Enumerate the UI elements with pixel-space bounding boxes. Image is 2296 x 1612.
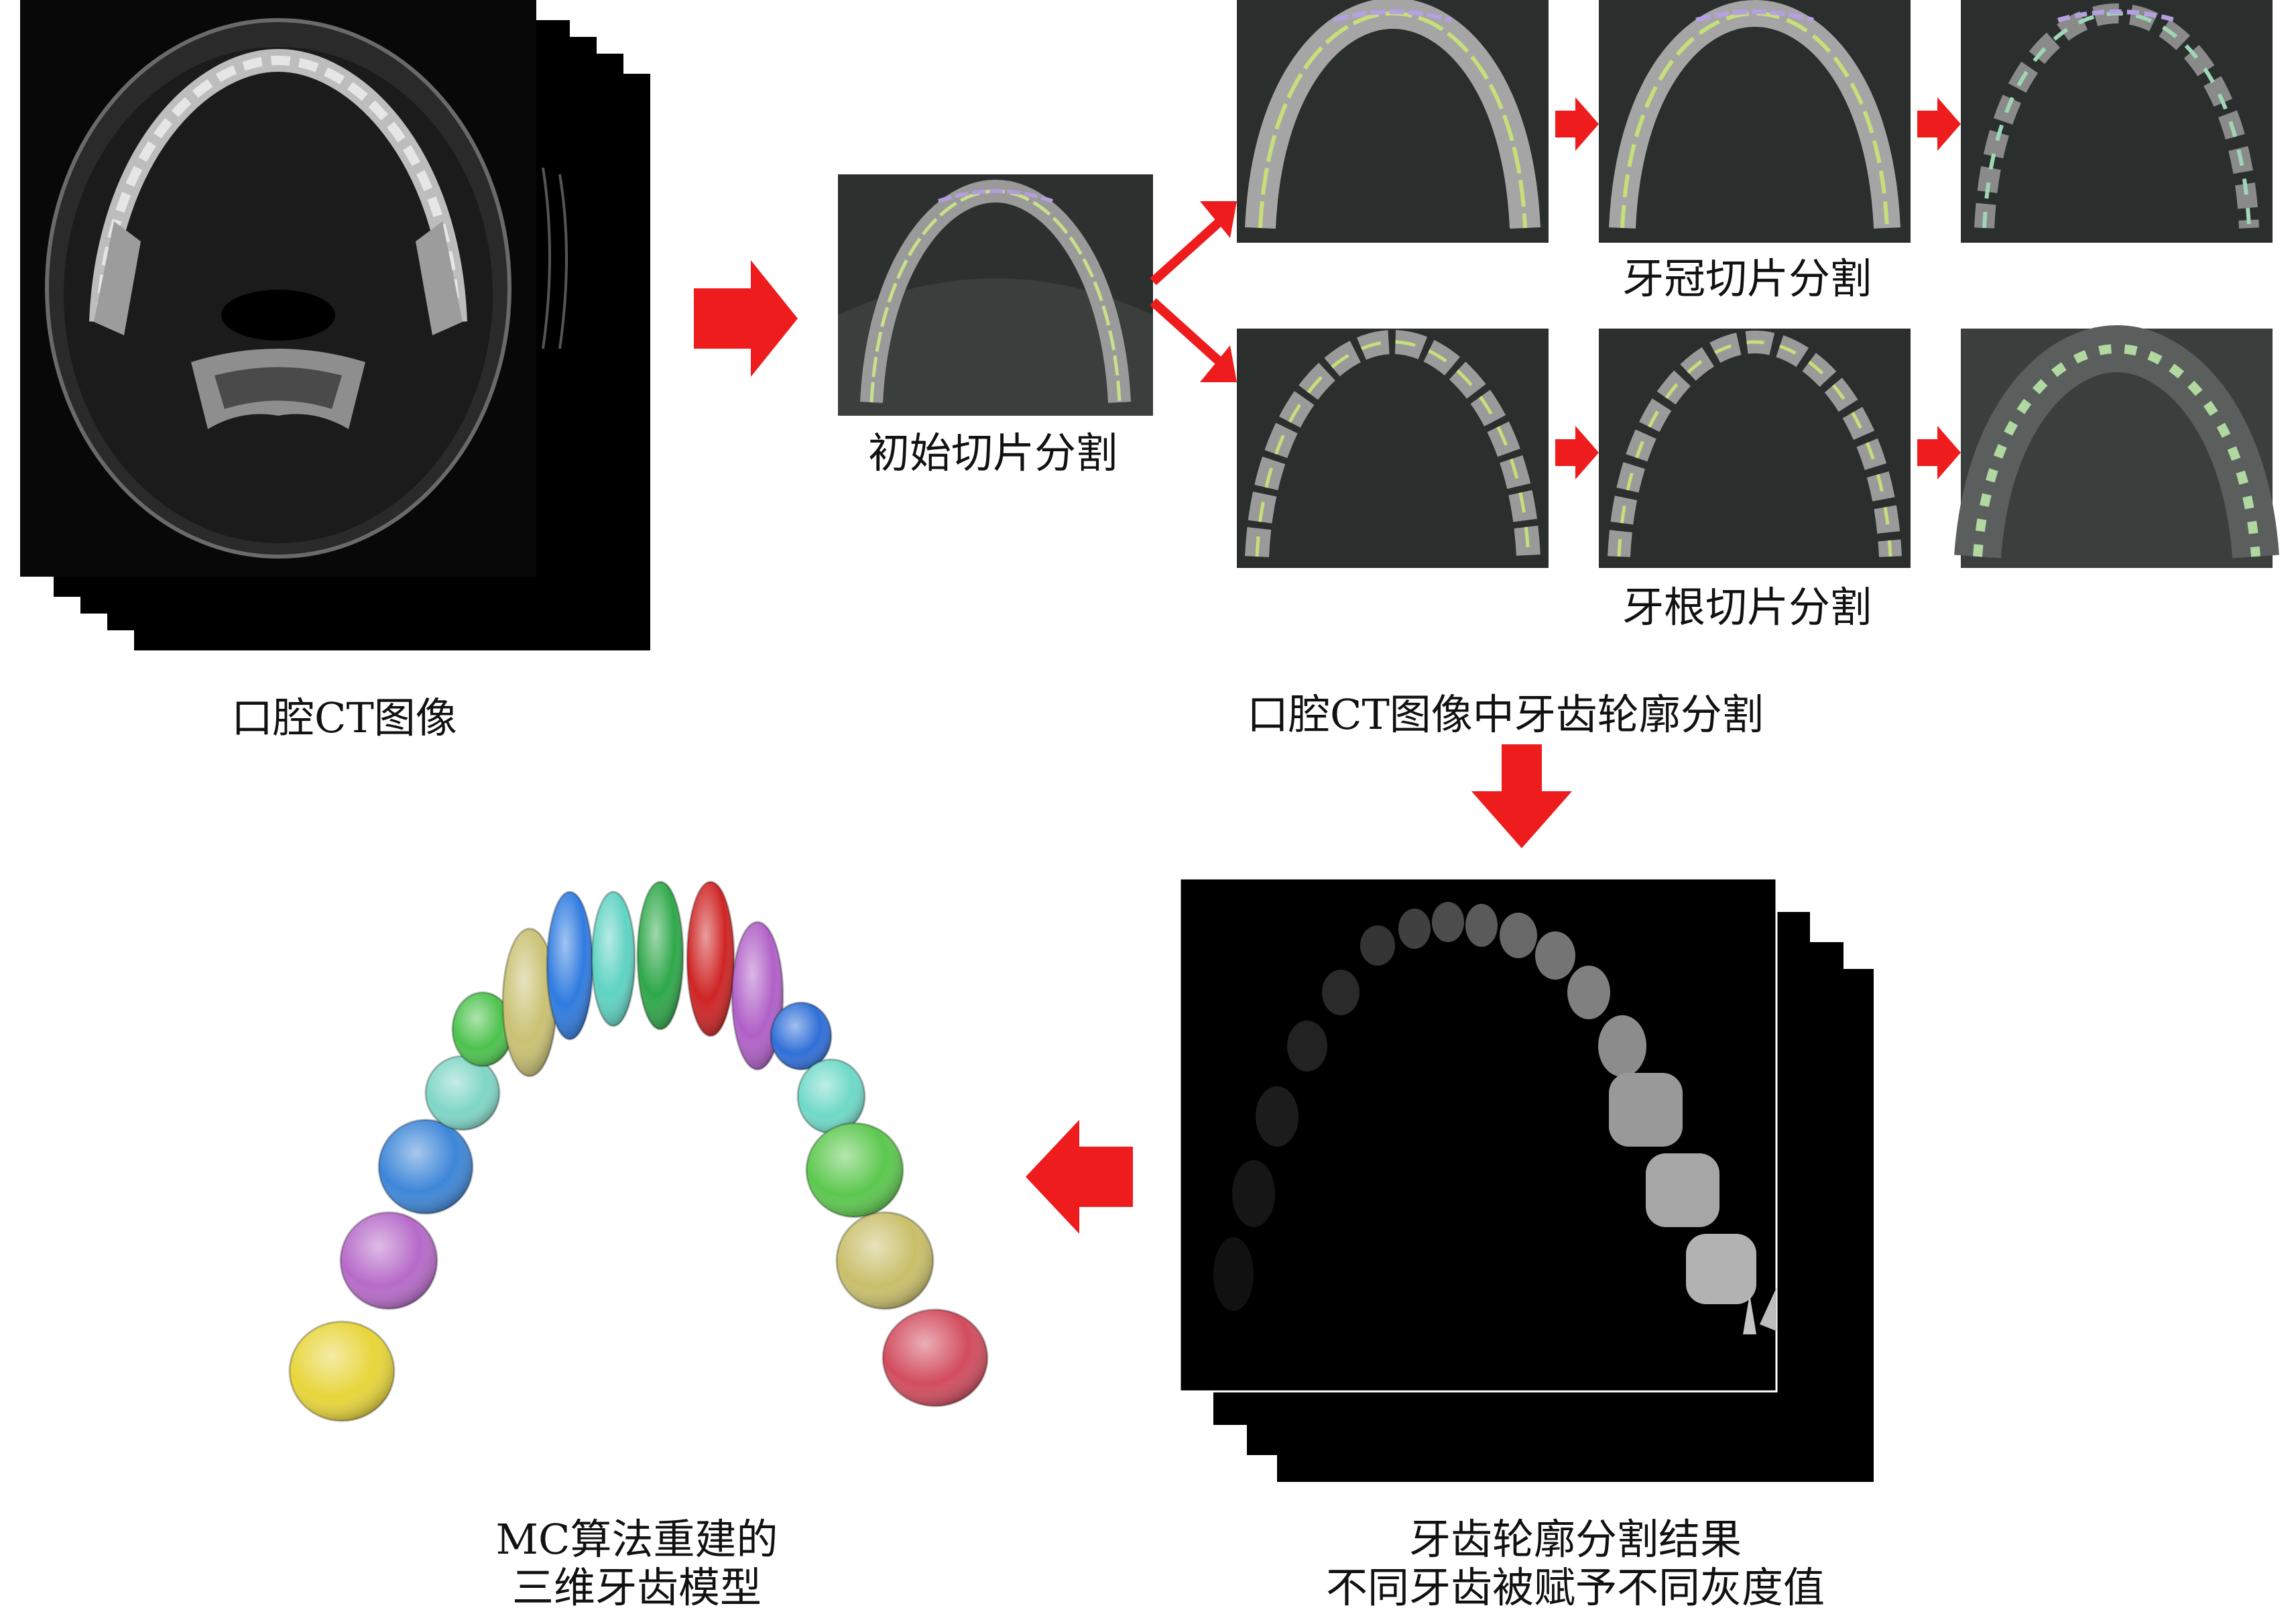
tooth-8 <box>591 890 636 1027</box>
arrow-to-root-head <box>1200 345 1237 382</box>
crown-slice-3 <box>1961 0 2273 243</box>
crown-slices-label: 牙冠切片分割 <box>1622 254 1872 303</box>
tooth-model-line2: 三维牙齿模型 <box>511 1563 762 1612</box>
ct-image-stack <box>20 0 650 650</box>
arrow-crown-2 <box>1917 97 1961 151</box>
crown-slice-1 <box>1237 0 1549 243</box>
tooth-6 <box>501 927 558 1078</box>
contour-segmentation-label: 口腔CT图像中牙齿轮廓分割 <box>1247 690 1764 739</box>
ct-front-slice <box>20 0 568 577</box>
tooth-12 <box>770 1001 833 1071</box>
arrow-down <box>1471 744 1572 848</box>
root-slice-3 <box>1954 325 2279 568</box>
tooth-14 <box>805 1122 904 1218</box>
tooth-3 <box>377 1118 474 1215</box>
segmentation-result-line1: 牙齿轮廓分割结果 <box>1408 1515 1742 1564</box>
root-slice-2 <box>1599 329 1911 568</box>
branch-arrows <box>1150 201 1237 382</box>
tooth-9 <box>636 880 684 1031</box>
root-slice-1 <box>1237 329 1549 568</box>
arrow-to-crown <box>1150 217 1223 286</box>
arrow-root-2 <box>1917 426 1961 479</box>
tooth-2 <box>339 1211 438 1310</box>
tooth-1 <box>288 1320 396 1422</box>
tooth-11 <box>731 921 784 1071</box>
crown-slices-row <box>1237 0 2273 243</box>
segmentation-result-label: 牙齿轮廓分割结果 不同牙齿被赋予不同灰度值 <box>1274 1515 1877 1612</box>
arrow-right-1 <box>694 260 798 377</box>
arrow-crown-1 <box>1555 97 1599 151</box>
crown-slice-2 <box>1599 0 1911 243</box>
tooth-15 <box>835 1211 934 1310</box>
segmentation-result-line2: 不同牙齿被赋予不同灰度值 <box>1325 1563 1825 1612</box>
root-slices-label: 牙根切片分割 <box>1622 583 1872 632</box>
arrow-to-crown-head <box>1200 201 1237 238</box>
tooth-model-label: MC算法重建的 三维牙齿模型 <box>375 1515 898 1612</box>
root-slices-row <box>1237 325 2279 568</box>
arrow-to-root <box>1150 298 1223 366</box>
segmentation-result-stack <box>1179 877 1874 1482</box>
tooth-4 <box>424 1055 501 1131</box>
3d-tooth-model <box>288 880 989 1422</box>
seg-front-slice <box>1179 877 1778 1393</box>
tooth-13 <box>796 1058 866 1135</box>
tooth-10 <box>686 880 735 1037</box>
tooth-7 <box>546 890 594 1041</box>
ct-image-label: 口腔CT图像 <box>231 693 457 742</box>
initial-slice-image <box>838 174 1153 416</box>
tooth-5 <box>451 991 514 1068</box>
arrow-left <box>1026 1120 1133 1234</box>
arrow-root-1 <box>1555 426 1599 479</box>
tooth-16 <box>882 1308 989 1407</box>
initial-slice-label: 初始切片分割 <box>868 428 1118 477</box>
tooth-model-line1: MC算法重建的 <box>495 1515 778 1564</box>
